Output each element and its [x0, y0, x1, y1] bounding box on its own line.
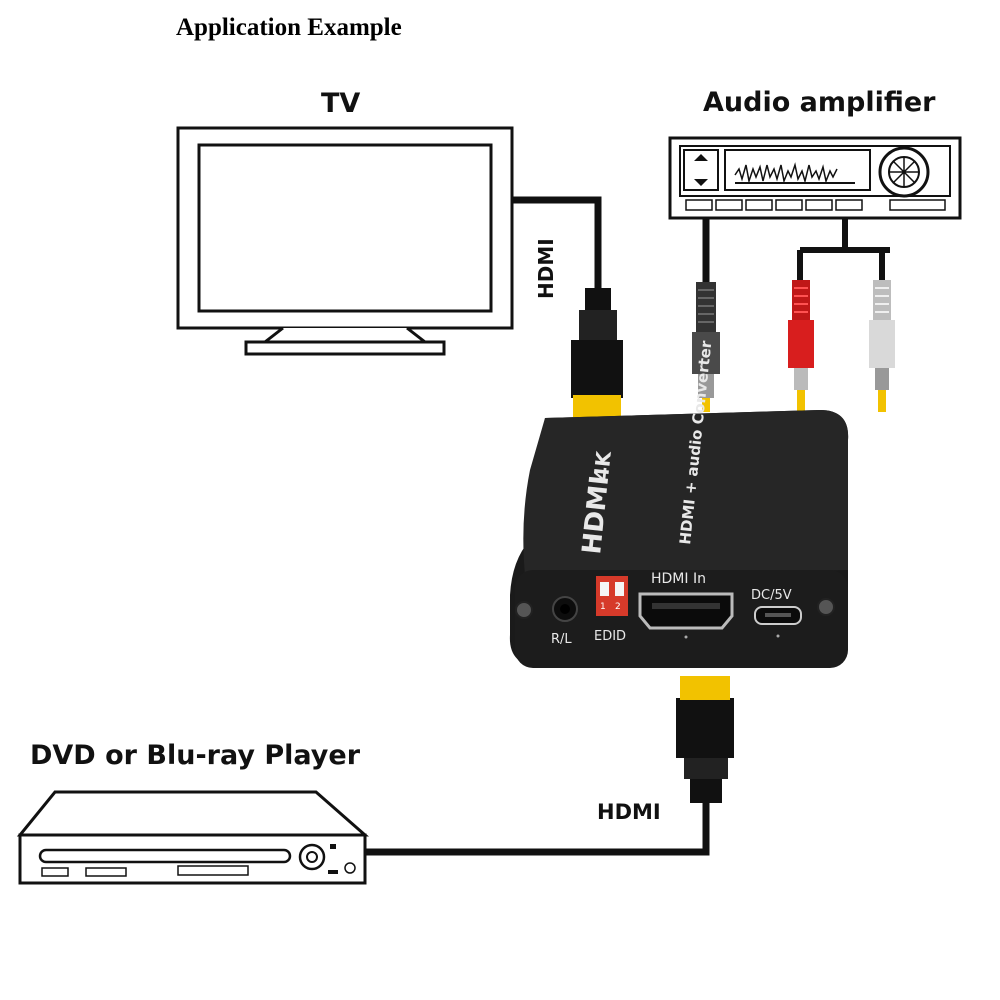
- tv-icon: [176, 126, 514, 356]
- hdmi-cable-label-bottom: HDMI: [597, 800, 661, 824]
- converter-logo-suffix: 4K: [589, 449, 616, 482]
- audio-amplifier-icon: [668, 136, 962, 220]
- audio-cable-rca: [788, 218, 895, 412]
- hdmi-cable-bottom: [365, 676, 734, 856]
- audio-cable-35mm: [692, 218, 720, 412]
- dvd-player-label: DVD or Blu-ray Player: [30, 740, 361, 771]
- dip-switch-label-2: 2: [615, 602, 621, 612]
- port-label-edid: EDID: [594, 629, 626, 644]
- port-label-hdmi-in: HDMI In: [651, 571, 706, 587]
- port-label-rl: R/L: [551, 632, 572, 647]
- port-label-dc: DC/5V: [751, 588, 792, 603]
- dvd-player-icon: [16, 790, 369, 885]
- tv-label: TV: [321, 88, 361, 119]
- hdmi-audio-converter-device: HDMI 4K HDMI + audio Converter R/L 1 2 E…: [509, 339, 849, 668]
- dip-switch-label-1: 1: [600, 602, 606, 612]
- hdmi-in-port: [638, 592, 734, 630]
- hdmi-cable-top: [512, 196, 623, 417]
- converter-logo: HDMI 4K: [577, 449, 616, 556]
- screw-icon: [817, 598, 835, 616]
- diagram-title: Application Example: [176, 14, 402, 41]
- screw-icon: [515, 601, 533, 619]
- amplifier-label: Audio amplifier: [703, 87, 936, 118]
